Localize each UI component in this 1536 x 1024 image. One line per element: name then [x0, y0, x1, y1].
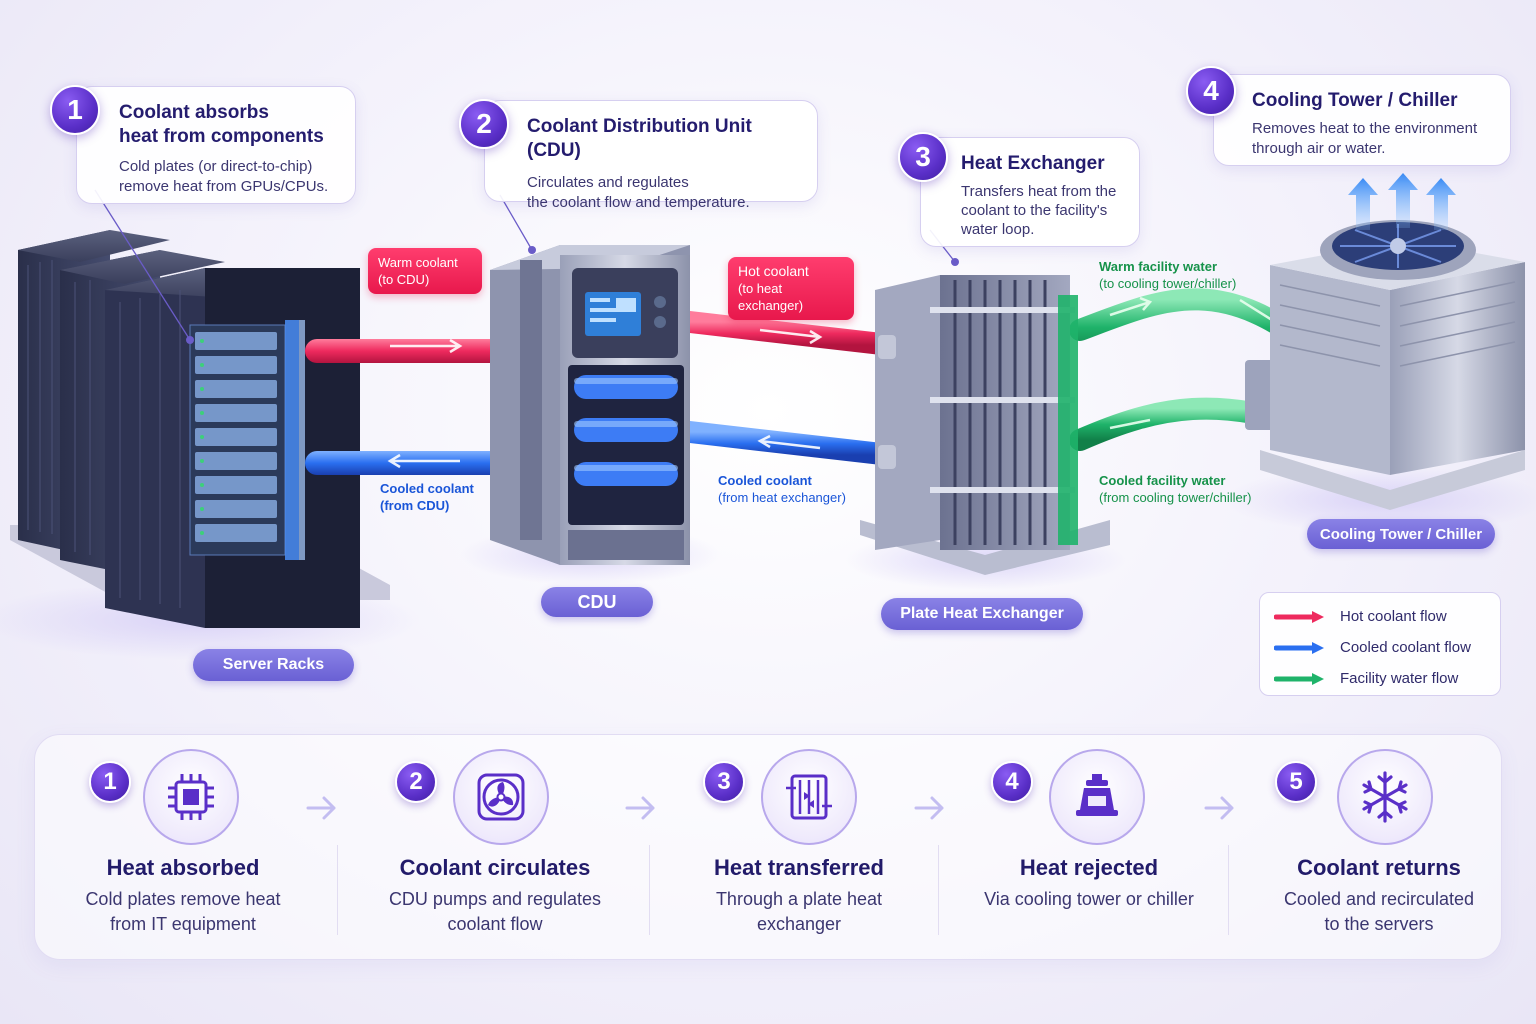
step-coolant-circulates: 2 Coolant circulates CDU pumps and regul…: [355, 735, 635, 961]
callout-4-number: 4: [1186, 66, 1236, 116]
hot-coolant-tag: Hot coolant (to heat exchanger): [728, 257, 854, 320]
plate-heat-exchanger: [860, 275, 1110, 575]
callout-cdu: Coolant Distribution Unit (CDU) Circulat…: [484, 100, 818, 211]
step-divider: [1228, 845, 1229, 935]
cool-arrow-icon: [1274, 641, 1324, 654]
cooling-tower-icon: [1049, 749, 1145, 845]
step-1-number: 1: [89, 761, 131, 803]
step-5-title: Coolant returns: [1297, 855, 1461, 880]
snowflake-icon: [1337, 749, 1433, 845]
step-4-number: 4: [991, 761, 1033, 803]
warm-facility-water-label: Warm facility water (to cooling tower/ch…: [1099, 259, 1237, 291]
cooled-facility-water-label: Cooled facility water (from cooling towe…: [1099, 473, 1252, 505]
callout-1-number: 1: [50, 85, 100, 135]
server-racks-label: Server Racks: [193, 649, 354, 681]
hot-arrow-icon: [1274, 610, 1324, 623]
legend-facility: Facility water flow: [1274, 663, 1486, 694]
step-3-title: Heat transferred: [714, 855, 884, 880]
callout-2-number: 2: [459, 99, 509, 149]
step-coolant-returns: 5 Coolant returns Cooled and recirculate…: [1239, 735, 1519, 961]
step-heat-rejected: 4 Heat rejected Via cooling tower or chi…: [949, 735, 1229, 961]
step-4-title: Heat rejected: [1019, 855, 1159, 880]
step-4-desc: Via cooling tower or chiller: [984, 889, 1194, 909]
chip-icon: [143, 749, 239, 845]
cooled-coolant-hx-label: Cooled coolant (from heat exchanger): [718, 473, 846, 505]
step-2-number: 2: [395, 761, 437, 803]
cdu-label: CDU: [541, 587, 653, 617]
cooling-tower: [1245, 173, 1525, 510]
cooled-coolant-cdu-label: Cooled coolant (from CDU): [380, 481, 474, 513]
warm-coolant-tag: Warm coolant (to CDU): [368, 248, 482, 294]
server-racks: [10, 230, 390, 628]
fan-icon: [453, 749, 549, 845]
heat-exchanger-icon: [761, 749, 857, 845]
pipes: [305, 288, 1331, 475]
step-2-title: Coolant circulates: [399, 855, 591, 880]
cdu-unit: [490, 245, 690, 565]
step-divider: [938, 845, 939, 935]
step-divider: [649, 845, 650, 935]
step-1-title: Heat absorbed: [106, 855, 260, 880]
facility-arrow-icon: [1274, 672, 1324, 685]
flow-legend: Hot coolant flow Cooled coolant flow Fac…: [1259, 592, 1501, 696]
step-5-number: 5: [1275, 761, 1317, 803]
callout-1-desc: Cold plates (or direct-to-chip)remove he…: [119, 158, 329, 195]
legend-cool: Cooled coolant flow: [1274, 632, 1486, 663]
callout-cooling-tower: Cooling Tower / Chiller Removes heat to …: [1213, 74, 1511, 166]
step-divider: [337, 845, 338, 935]
plate-heat-exchanger-label: Plate Heat Exchanger: [881, 598, 1083, 630]
legend-hot: Hot coolant flow: [1274, 601, 1486, 632]
step-3-number: 3: [703, 761, 745, 803]
callout-3-title: Heat Exchanger: [961, 153, 1105, 174]
callout-3-number: 3: [898, 132, 948, 182]
cooling-tower-label: Cooling Tower / Chiller: [1307, 519, 1495, 549]
callout-2-title: Coolant Distribution Unit (CDU): [527, 116, 752, 161]
callout-4-title: Cooling Tower / Chiller: [1252, 90, 1458, 111]
